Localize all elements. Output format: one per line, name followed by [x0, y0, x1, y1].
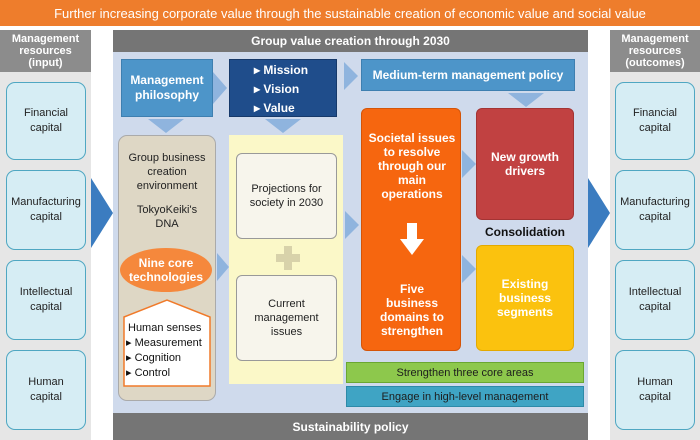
mvv-item-vision: ▸ Vision	[254, 82, 300, 96]
high-level-management-bar: Engage in high-level management	[346, 386, 584, 407]
societal-issues-label: Societal issues to resolve through our m…	[368, 131, 456, 201]
value-creation-header: Group value creation through 2030	[113, 30, 588, 52]
input-arrow-icon	[91, 178, 113, 248]
policy-down-arrow-icon	[508, 93, 544, 107]
human-senses-house-icon	[123, 299, 211, 387]
input-resources-header: Management resources (input)	[0, 30, 91, 72]
mission-vision-value-box: ▸ Mission ▸ Vision ▸ Value	[229, 59, 337, 117]
societal-to-growth-arrow-icon	[462, 150, 476, 178]
business-environment-label: Group business creation environment	[128, 152, 206, 192]
outcome-financial-capital: Financial capital	[615, 82, 695, 160]
societal-down-arrow-icon	[400, 223, 424, 255]
philosophy-to-mvv-arrow-icon	[213, 72, 227, 104]
philosophy-down-arrow-icon	[148, 119, 184, 133]
plus-icon	[276, 246, 300, 270]
existing-segments-box: Existing business segments	[476, 245, 574, 351]
medium-term-policy-box: Medium-term management policy	[361, 59, 575, 91]
new-growth-drivers-box: New growth drivers	[476, 108, 574, 220]
consolidation-label: Consolidation	[485, 225, 565, 239]
input-manufacturing-capital: Manufacturing capital	[6, 170, 86, 250]
current-issues-box: Current management issues	[236, 275, 337, 361]
human-senses-control: ▸ Control	[126, 367, 171, 379]
mvv-to-policy-arrow-icon	[344, 62, 358, 90]
five-domains-label: Five business domains to strengthen	[379, 282, 444, 338]
input-financial-capital: Financial capital	[6, 82, 86, 160]
societal-issues-box: Societal issues to resolve through our m…	[361, 108, 461, 351]
projections-2030-box: Projections for society in 2030	[236, 153, 337, 239]
projections-to-societal-arrow-icon	[345, 211, 359, 239]
mvv-item-mission: ▸ Mission	[254, 63, 309, 77]
human-senses-cognition: ▸ Cognition	[126, 352, 182, 364]
outcome-human-capital: Human capital	[615, 350, 695, 430]
management-philosophy-box: Management philosophy	[121, 59, 213, 117]
value-banner: Further increasing corporate value throu…	[0, 0, 700, 26]
input-human-capital: Human capital	[6, 350, 86, 430]
societal-to-existing-arrow-icon	[462, 255, 476, 283]
environment-to-projections-arrow-icon	[217, 253, 229, 281]
nine-core-technologies-oval: Nine core technologies	[120, 248, 212, 292]
outcome-resources-header: Management resources (outcomes)	[610, 30, 700, 72]
input-intellectual-capital: Intellectual capital	[6, 260, 86, 340]
human-senses-title: Human senses	[128, 322, 202, 334]
human-senses-list: Human senses ▸ Measurement ▸ Cognition ▸…	[126, 321, 210, 381]
sustainability-policy-bar: Sustainability policy	[113, 413, 588, 440]
outcome-manufacturing-capital: Manufacturing capital	[615, 170, 695, 250]
outcome-intellectual-capital: Intellectual capital	[615, 260, 695, 340]
strengthen-core-areas-bar: Strengthen three core areas	[346, 362, 584, 383]
dna-label: TokyoKeiki's DNA	[136, 204, 198, 230]
outcome-arrow-icon	[588, 178, 610, 248]
mvv-item-value: ▸ Value	[254, 101, 295, 115]
human-senses-measurement: ▸ Measurement	[126, 337, 202, 349]
mvv-down-arrow-icon	[265, 119, 301, 133]
